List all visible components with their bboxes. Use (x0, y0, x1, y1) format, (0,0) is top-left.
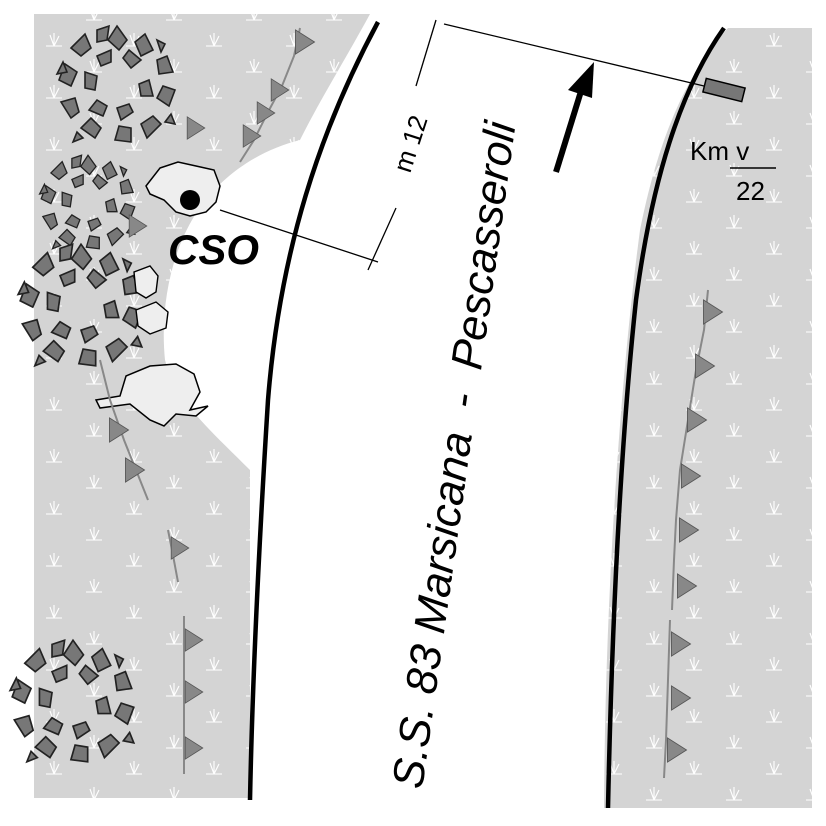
boundary-line (99, 359, 149, 501)
km-marker: Km v 22 (690, 77, 776, 206)
road-left-edge (247, 20, 380, 801)
km-label: Km v (690, 136, 749, 166)
arrow-icon (553, 62, 594, 173)
rock-icon (133, 265, 159, 299)
dimension-line (219, 209, 379, 263)
km-value: 22 (736, 176, 765, 206)
rock-icon (135, 301, 169, 335)
station-label: CSO (168, 226, 259, 273)
left-terrain (34, 14, 370, 798)
road-right-edge (605, 26, 726, 809)
right-terrain (604, 28, 812, 808)
rock-icon (145, 161, 221, 217)
dimension-line (443, 23, 705, 87)
boundary-markers (99, 27, 723, 779)
station-dot-icon (180, 190, 200, 210)
km-post-icon (701, 77, 747, 103)
rocks (94, 161, 221, 427)
dimension-lines (219, 19, 705, 271)
dimension-line (415, 19, 437, 87)
boundary-line (671, 289, 709, 611)
road-title: S.S. 83 Marsicana - Pescasseroli (383, 117, 525, 791)
distance-label: m 12 (387, 112, 433, 176)
boundary-line (663, 619, 671, 779)
rock-icon (94, 363, 209, 427)
